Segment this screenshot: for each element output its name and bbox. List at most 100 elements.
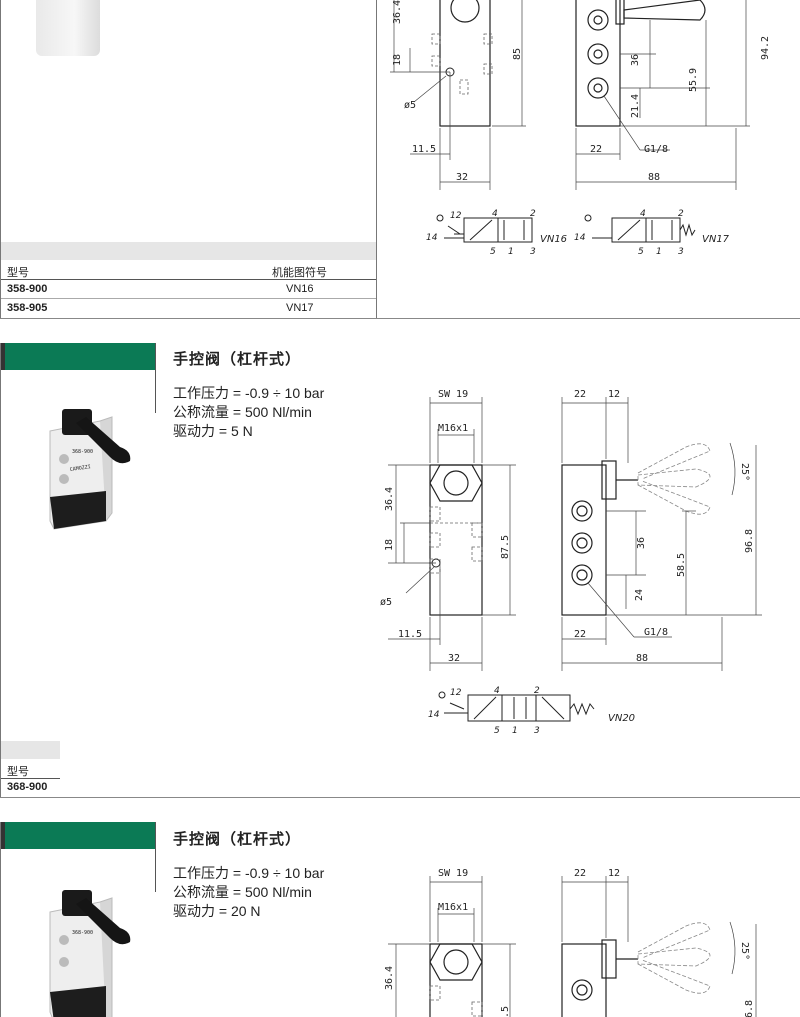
table-header-bg xyxy=(1,741,60,759)
dim-label: G1/8 xyxy=(644,627,668,638)
svg-text:3: 3 xyxy=(530,247,536,257)
dim-label: 18 xyxy=(384,539,395,551)
dim-label: 88 xyxy=(648,172,660,183)
divider xyxy=(155,343,156,413)
dim-label: 25° xyxy=(739,942,750,960)
svg-text:VN16: VN16 xyxy=(540,234,567,245)
svg-text:14: 14 xyxy=(428,710,440,720)
table-row-model: 358-905 xyxy=(7,302,48,314)
dim-label: 32 xyxy=(448,653,460,664)
table-rule xyxy=(1,279,376,280)
symbol-vn17: 14 4 2 5 1 3 VN17 xyxy=(574,209,730,257)
dim-label: 36.4 xyxy=(384,487,395,511)
spec-force: 驱动力 = 20 N xyxy=(173,903,261,919)
svg-text:12: 12 xyxy=(450,211,462,221)
dim-label: 22 xyxy=(590,144,602,155)
symbol-vn20: 12 14 4 2 5 1 3 VN20 xyxy=(428,686,635,736)
dim-label: 96.8 xyxy=(744,529,755,553)
dim-label: 94.2 xyxy=(760,36,771,60)
table-row-symbol: VN16 xyxy=(286,283,314,295)
dim-label: 36.4 xyxy=(392,0,403,24)
dim-label: 12 xyxy=(608,389,620,400)
section-color-bar xyxy=(0,343,156,370)
svg-text:3: 3 xyxy=(678,247,684,257)
table-row-model: 358-900 xyxy=(7,283,48,295)
svg-text:14: 14 xyxy=(426,233,438,243)
dim-label: M16x1 xyxy=(438,423,468,434)
svg-text:12: 12 xyxy=(450,688,462,698)
dim-label: 58.5 xyxy=(676,553,687,577)
divider xyxy=(0,822,1,1017)
svg-text:1: 1 xyxy=(512,726,518,736)
divider xyxy=(0,0,1,318)
svg-text:VN20: VN20 xyxy=(608,713,635,724)
section1: 36.4 18 85 ø5 11.5 3 2 xyxy=(0,0,800,318)
dim-label: 21.4 xyxy=(630,94,641,118)
front-drawing: 36.4 18 85 ø5 11.5 32 xyxy=(390,0,526,190)
svg-text:5: 5 xyxy=(638,247,644,257)
section-divider xyxy=(0,797,800,798)
section2: 手控阀（杠杆式） 工作压力 = -0.9 ÷ 10 bar 公称流量 = 500… xyxy=(0,319,800,797)
side-drawing: 22 12 25° 6.8 xyxy=(561,868,757,1017)
svg-text:3: 3 xyxy=(534,726,540,736)
side-drawing: 22 12 25° 36 58.5 96.8 24 22 G1/8 88 xyxy=(561,389,762,671)
dim-label: 12 xyxy=(608,868,620,879)
svg-text:14: 14 xyxy=(574,233,586,243)
divider xyxy=(376,0,377,318)
spec-flow: 公称流量 = 500 Nl/min xyxy=(173,404,312,420)
dim-label: 22 xyxy=(574,629,586,640)
dim-label: 36.4 xyxy=(384,966,395,990)
dim-label: 11.5 xyxy=(412,144,436,155)
dim-label: ø5 xyxy=(380,597,392,608)
dim-label: 36 xyxy=(636,537,647,549)
dim-label: SW 19 xyxy=(438,868,468,879)
table-header-bg xyxy=(1,242,376,260)
dim-label: 24 xyxy=(634,589,645,601)
svg-text:4: 4 xyxy=(494,686,500,696)
spec-force: 驱动力 = 5 N xyxy=(173,423,253,439)
dim-label: 55.9 xyxy=(688,68,699,92)
spec-pressure: 工作压力 = -0.9 ÷ 10 bar xyxy=(173,385,325,401)
table-rule xyxy=(1,298,376,299)
product-brand: CAMOZZI xyxy=(69,464,91,473)
front-drawing: SW 19 M16x1 36.4 .5 xyxy=(384,868,516,1017)
spec-pressure: 工作压力 = -0.9 ÷ 10 bar xyxy=(173,865,325,881)
dim-label: 6.8 xyxy=(744,1000,755,1017)
svg-text:5: 5 xyxy=(490,247,496,257)
dim-label: 22 xyxy=(574,389,586,400)
svg-text:2: 2 xyxy=(678,209,684,219)
table-header-model: 型号 xyxy=(7,766,29,778)
section3: 手控阀（杠杆式） 工作压力 = -0.9 ÷ 10 bar 公称流量 = 500… xyxy=(0,798,800,1017)
table-row-model: 368-900 xyxy=(7,781,48,793)
divider xyxy=(0,343,1,797)
table-rule xyxy=(1,778,60,779)
section-color-bar xyxy=(0,822,156,849)
product-label: 368-900 xyxy=(72,930,93,936)
svg-text:1: 1 xyxy=(508,247,514,257)
dim-label: .5 xyxy=(500,1006,511,1017)
svg-text:5: 5 xyxy=(494,726,500,736)
table-header-model: 型号 xyxy=(7,267,29,279)
svg-text:4: 4 xyxy=(640,209,646,219)
spec-flow: 公称流量 = 500 Nl/min xyxy=(173,884,312,900)
dim-label: 87.5 xyxy=(500,535,511,559)
svg-text:1: 1 xyxy=(656,247,662,257)
dim-label: 11.5 xyxy=(398,629,422,640)
svg-text:2: 2 xyxy=(534,686,540,696)
product-photo: 368-900 CAMOZZI xyxy=(49,409,131,530)
section-divider xyxy=(0,318,800,319)
front-drawing: SW 19 M16x1 36.4 18 87.5 ø5 11.5 32 xyxy=(380,389,516,671)
dim-label: SW 19 xyxy=(438,389,468,400)
dim-label: 85 xyxy=(512,48,523,60)
dim-label: 22 xyxy=(574,868,586,879)
dim-label: G1/8 xyxy=(644,144,668,155)
section-title: 手控阀（杠杆式） xyxy=(173,351,302,368)
table-header-symbol: 机能图符号 xyxy=(272,267,327,279)
dim-label: ø5 xyxy=(404,100,416,111)
dim-label: 18 xyxy=(392,54,403,66)
dim-label: 25° xyxy=(739,463,750,481)
table-row-symbol: VN17 xyxy=(286,302,314,314)
svg-text:VN17: VN17 xyxy=(702,234,730,245)
section-title: 手控阀（杠杆式） xyxy=(173,831,302,848)
product-photo xyxy=(36,0,100,56)
